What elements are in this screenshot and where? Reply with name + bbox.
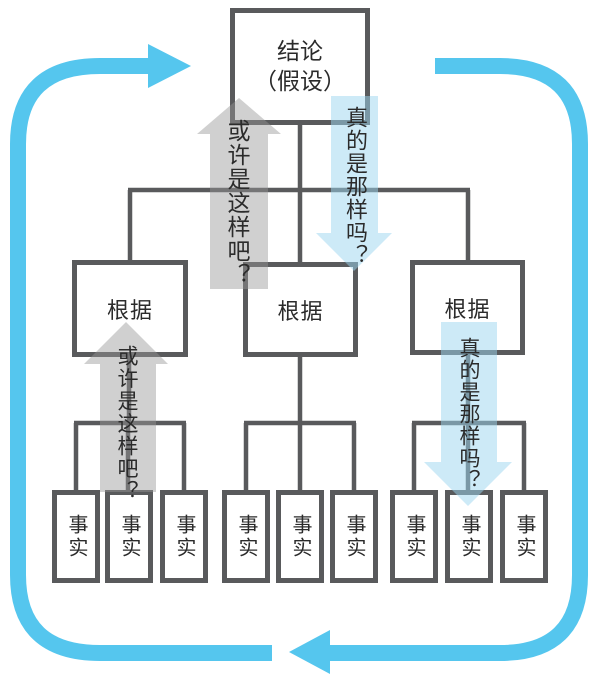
fact-label: 事实 [65, 513, 87, 560]
ground-label: 根据 [444, 296, 491, 322]
fact-label: 事实 [173, 513, 195, 560]
connector-level2-middle [243, 355, 357, 491]
fact-label: 事实 [403, 513, 425, 560]
down-arrow-top-label: 真的是那样吗？ [343, 106, 368, 267]
fact-box-2: 事实 [105, 490, 153, 583]
up-arrow-top-label: 或许是这样吧？ [224, 119, 250, 287]
conclusion-line1: 结论 [277, 37, 323, 64]
fact-box-4: 事实 [222, 490, 270, 583]
cycle-loop-arrow [9, 44, 588, 674]
fact-label: 事实 [458, 513, 480, 560]
fact-label: 事实 [118, 513, 140, 560]
ground-label: 根据 [106, 297, 153, 323]
fact-box-9: 事实 [500, 490, 548, 583]
down-arrow-right-label: 真的是那样吗？ [457, 337, 480, 491]
connector-level2-left [73, 355, 187, 491]
loop-left-segment [9, 58, 272, 661]
up-arrow-left-icon [84, 322, 168, 492]
loop-arrowhead-right-icon [148, 44, 191, 88]
fact-label: 事实 [343, 513, 365, 560]
down-arrow-right-icon [424, 322, 512, 506]
fact-box-7: 事实 [390, 490, 438, 583]
fact-label: 事实 [235, 513, 257, 560]
conclusion-line2: （假设） [254, 67, 346, 94]
ground-label: 根据 [277, 298, 324, 324]
fact-label: 事实 [513, 513, 535, 560]
fact-label: 事实 [289, 513, 311, 560]
up-arrow-top-icon [197, 98, 281, 289]
connector-level1 [127, 125, 471, 264]
fact-box-5: 事实 [276, 490, 324, 583]
loop-right-segment [330, 58, 588, 661]
fact-box-3: 事实 [160, 490, 208, 583]
fact-box-6: 事实 [330, 490, 378, 583]
ground-box-1: 根据 [72, 260, 188, 357]
loop-arrowhead-left-icon [289, 630, 330, 674]
ground-box-2: 根据 [243, 262, 358, 357]
up-arrow-left-label: 或许是这样吧？ [115, 345, 138, 503]
down-arrow-top-icon [316, 96, 392, 271]
fact-box-1: 事实 [52, 490, 100, 583]
